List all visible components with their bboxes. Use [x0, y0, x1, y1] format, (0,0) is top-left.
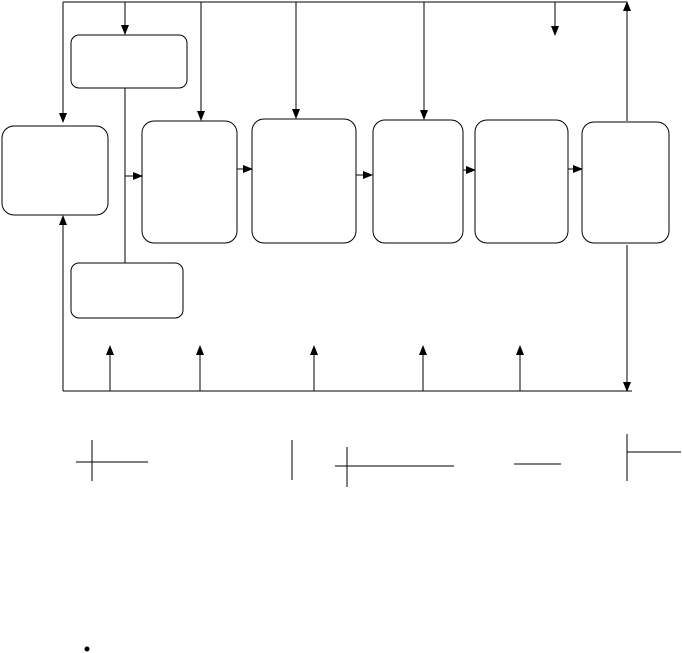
stage-box-1: [141, 120, 238, 244]
legend-line-5: [626, 434, 681, 481]
stage-box-5: [581, 121, 670, 244]
left-box: [1, 125, 109, 216]
stage-box-3: [372, 119, 464, 244]
bullet-dot: [84, 646, 90, 652]
stage-box-4: [474, 119, 569, 244]
stage-box-2: [251, 118, 357, 244]
top-label-box: [70, 34, 188, 89]
legend-line-3: [335, 447, 454, 487]
legend-line-1: [76, 440, 148, 481]
bottom-label-box: [70, 262, 184, 319]
